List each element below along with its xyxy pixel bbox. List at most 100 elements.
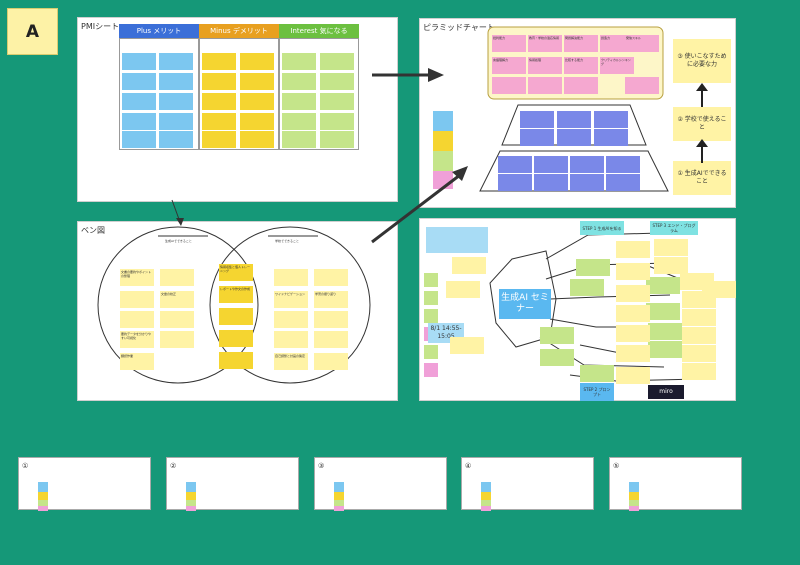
sticky-note[interactable]: [492, 77, 526, 94]
sticky-note[interactable]: [616, 241, 650, 258]
sticky-note[interactable]: 要約データを分かりやすい可視化: [120, 331, 154, 348]
sticky-note[interactable]: [120, 311, 154, 328]
sticky-note[interactable]: [540, 349, 574, 366]
sticky-note[interactable]: [274, 331, 308, 348]
thumbnail-2[interactable]: ②: [166, 457, 299, 511]
sticky-note[interactable]: [122, 73, 156, 90]
sticky-note[interactable]: [159, 73, 193, 90]
sticky-note[interactable]: 情報収集と個人トレーニング: [219, 264, 253, 281]
sticky-note[interactable]: [320, 131, 354, 148]
mindmap-panel[interactable]: 8/1 14:55-15:05 生成AI セミナー STEP 1 生成AIを知る…: [419, 218, 736, 401]
sticky-note[interactable]: [424, 291, 438, 305]
mindmap-center-node[interactable]: 生成AI セミナー: [499, 289, 551, 319]
sticky-note[interactable]: [274, 311, 308, 328]
thumbnail-3[interactable]: ③: [314, 457, 447, 511]
sticky-note[interactable]: [320, 113, 354, 130]
sticky-note[interactable]: [202, 131, 236, 148]
sticky-note[interactable]: [528, 77, 562, 94]
sticky-note[interactable]: [648, 341, 682, 358]
step1-label[interactable]: STEP 1 生成AIを知る: [580, 221, 624, 235]
sticky-note[interactable]: [520, 111, 554, 128]
sticky-note[interactable]: [682, 327, 716, 344]
sticky-note[interactable]: [433, 171, 453, 189]
sticky-note[interactable]: [240, 93, 274, 110]
sticky-note[interactable]: [240, 113, 274, 130]
sticky-note[interactable]: [606, 174, 640, 191]
sticky-note[interactable]: [120, 291, 154, 308]
pyramid-level-3[interactable]: ③ 使いこなすために必要な力: [673, 39, 731, 83]
sticky-note[interactable]: クリティカルシンキング: [600, 57, 634, 74]
sticky-note[interactable]: [498, 156, 532, 173]
sticky-note[interactable]: 文書の要約やポイントの整理: [120, 269, 154, 286]
sticky-note[interactable]: [557, 129, 591, 146]
sticky-note[interactable]: [433, 111, 453, 131]
sticky-note[interactable]: [202, 53, 236, 70]
sticky-note[interactable]: [282, 73, 316, 90]
sticky-note[interactable]: [433, 151, 453, 171]
sticky-note[interactable]: 批判能力: [492, 35, 526, 52]
sticky-note[interactable]: [219, 330, 253, 347]
sticky-note[interactable]: [682, 345, 716, 362]
sticky-note[interactable]: [424, 309, 438, 323]
sticky-note[interactable]: [616, 325, 650, 342]
sticky-note[interactable]: [616, 285, 650, 302]
sticky-note[interactable]: [682, 363, 716, 380]
sticky-note[interactable]: [570, 174, 604, 191]
sticky-note[interactable]: [160, 331, 194, 348]
sticky-note[interactable]: 情報処理: [528, 57, 562, 74]
sticky-note[interactable]: [646, 277, 680, 294]
sticky-note[interactable]: [564, 77, 598, 94]
sticky-note[interactable]: [606, 156, 640, 173]
mindmap-header-note[interactable]: [426, 227, 488, 253]
pyramid-level-1[interactable]: ① 生成AIでできること: [673, 161, 731, 195]
sticky-note[interactable]: [122, 53, 156, 70]
sticky-note[interactable]: [314, 311, 348, 328]
sticky-note[interactable]: [159, 113, 193, 130]
sticky-stack[interactable]: [433, 111, 453, 189]
sticky-note[interactable]: [202, 113, 236, 130]
sticky-note[interactable]: 翻訳作業: [120, 353, 154, 370]
sticky-note[interactable]: [159, 131, 193, 148]
thumbnail-4[interactable]: ④: [461, 457, 594, 511]
sticky-note[interactable]: [314, 269, 348, 286]
sticky-note[interactable]: [320, 73, 354, 90]
sticky-note[interactable]: 自己調整と計画の策定: [274, 353, 308, 370]
sticky-note[interactable]: [424, 345, 438, 359]
sticky-note[interactable]: [160, 269, 194, 286]
sticky-note[interactable]: 問題解決能力: [564, 35, 598, 52]
sticky-note[interactable]: [159, 53, 193, 70]
sticky-note[interactable]: [240, 53, 274, 70]
sticky-note[interactable]: [282, 53, 316, 70]
sticky-note[interactable]: [540, 327, 574, 344]
sticky-note[interactable]: [282, 93, 316, 110]
sticky-note[interactable]: [240, 131, 274, 148]
sticky-note[interactable]: [594, 111, 628, 128]
sticky-note[interactable]: [702, 281, 736, 298]
sticky-note[interactable]: [219, 308, 253, 325]
pyramid-chart-panel[interactable]: ピラミッドチャート 批判能力 教育・学校の適応情報 問題解決能力 創造力 発信ス…: [419, 18, 736, 208]
sticky-note[interactable]: ワイドナビゲーション: [274, 291, 308, 308]
sticky-note[interactable]: [616, 305, 650, 322]
sticky-note[interactable]: [282, 131, 316, 148]
sticky-note[interactable]: 教育・学校の適応情報: [528, 35, 562, 52]
sticky-note[interactable]: [520, 129, 554, 146]
sticky-note[interactable]: [320, 93, 354, 110]
sticky-note[interactable]: [314, 353, 348, 370]
sticky-note[interactable]: [616, 345, 650, 362]
sticky-note[interactable]: [654, 257, 688, 274]
sticky-note[interactable]: [433, 131, 453, 151]
sticky-note[interactable]: [616, 367, 650, 384]
sticky-note[interactable]: [274, 269, 308, 286]
sticky-note[interactable]: [314, 331, 348, 348]
sticky-note[interactable]: [682, 309, 716, 326]
sticky-note[interactable]: [570, 279, 604, 296]
step3-label[interactable]: STEP 3 エンド・プログラム: [650, 221, 698, 235]
sticky-note[interactable]: [122, 113, 156, 130]
sticky-note[interactable]: [616, 263, 650, 280]
sticky-note[interactable]: [625, 77, 659, 94]
sticky-note[interactable]: 比較する能力: [564, 57, 598, 74]
step2-label[interactable]: STEP 2 プロンプト: [580, 383, 614, 401]
sticky-note[interactable]: [498, 174, 532, 191]
sticky-note[interactable]: [240, 73, 274, 90]
sticky-note[interactable]: [219, 352, 253, 369]
